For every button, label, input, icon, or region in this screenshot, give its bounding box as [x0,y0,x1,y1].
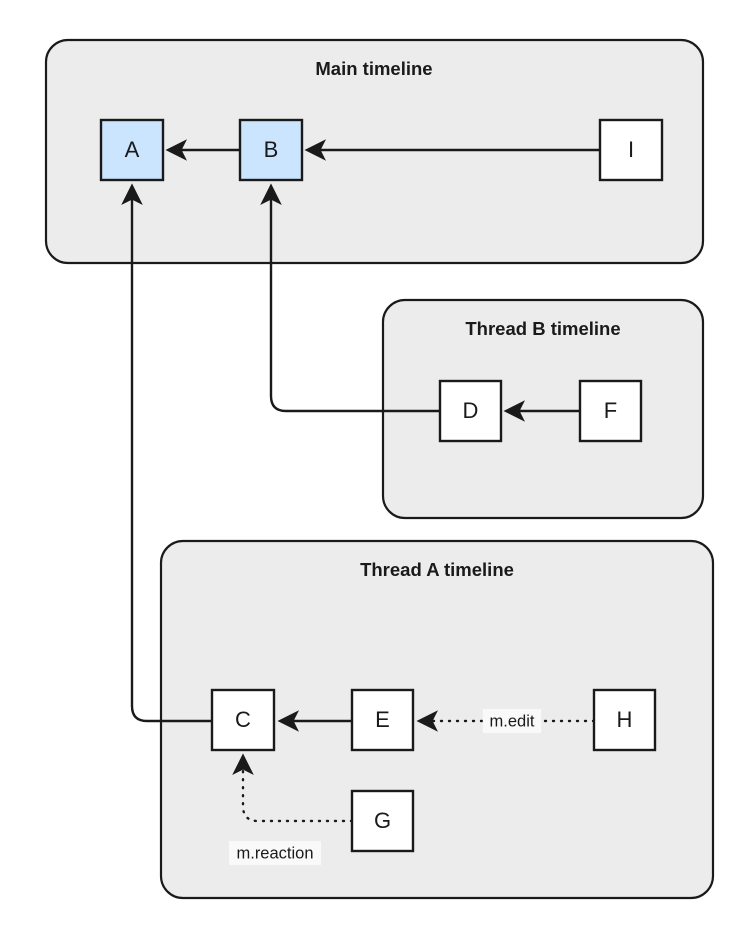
edge-g-to-c [232,753,354,823]
node-box[interactable] [238,118,304,182]
nodes-layer: A B I D F C E H G [99,118,664,853]
container-title: Thread A timeline [360,559,514,580]
node-i[interactable]: I [598,118,664,182]
node-box[interactable] [210,688,276,752]
node-d[interactable]: D [438,379,503,443]
node-label: I [628,137,634,162]
node-label: C [235,707,251,732]
node-label: A [125,137,140,162]
node-box[interactable] [350,789,415,853]
node-f[interactable]: F [578,379,643,443]
node-c[interactable]: C [210,688,276,752]
container-thread-b-timeline: Thread B timeline [381,298,705,520]
node-b[interactable]: B [238,118,304,182]
edge-d-to-b [260,183,440,413]
node-label: D [463,398,479,423]
node-box[interactable] [598,118,664,182]
node-box[interactable] [438,379,503,443]
edge-label-text: m.reaction [236,844,313,862]
container-title: Main timeline [315,58,432,79]
node-label: H [617,707,633,732]
edge-label-bg [229,841,321,865]
edge-label-edge-g-c: m.reaction [229,841,321,865]
node-label: F [604,398,617,423]
node-label: B [264,137,279,162]
edge-label-text: m.edit [490,712,535,730]
node-e[interactable]: E [350,688,415,752]
node-box[interactable] [99,118,165,182]
container-box [44,38,705,265]
node-label: G [374,808,391,833]
node-g[interactable]: G [350,789,415,853]
edge-c-to-a [121,183,212,723]
node-label: E [375,707,390,732]
edge-label-edge-h-e: m.edit [482,709,542,733]
node-box[interactable] [350,688,415,752]
container-main-timeline: Main timeline [44,38,705,265]
node-h[interactable]: H [592,688,657,752]
node-box[interactable] [592,688,657,752]
node-a[interactable]: A [99,118,165,182]
edge-labels-layer: m.edit m.reaction [229,709,542,865]
node-box[interactable] [578,379,643,443]
container-box [381,298,705,520]
container-title: Thread B timeline [465,318,620,339]
edge-label-bg [482,709,542,733]
